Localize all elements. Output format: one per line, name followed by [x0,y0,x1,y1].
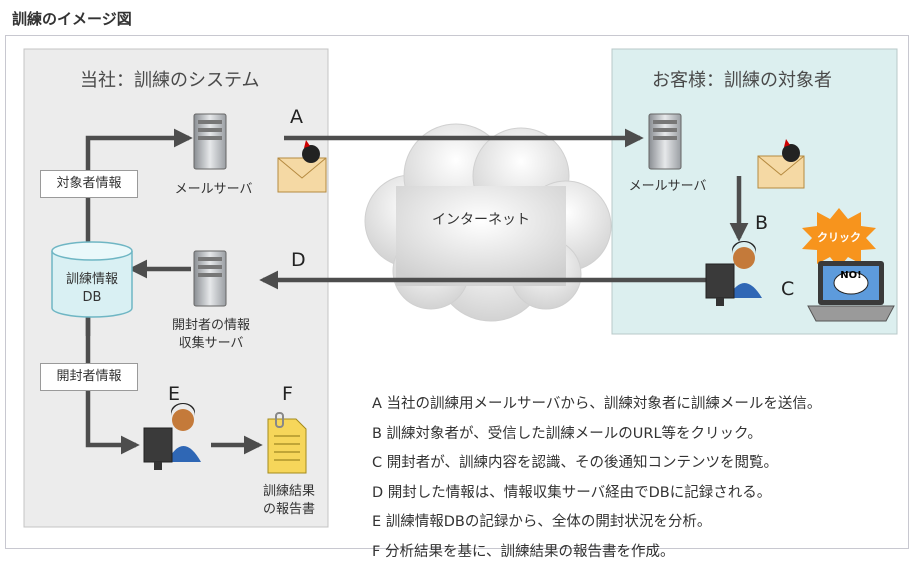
step-letter-f: F [282,383,293,405]
collect-server-label: 開封者の情報 収集サーバ [156,317,266,353]
page-title: 訓練のイメージ図 [12,8,132,29]
opener-info-label: 開封者情報 [40,363,138,391]
right-panel-title: お客様：訓練の対象者 [652,66,832,92]
legend-item-f: F 分析結果を基に、訓練結果の報告書を作成。 [372,538,821,567]
step-letter-d: D [291,249,306,271]
mail-server-left-label: メールサーバ [166,181,261,199]
db-label: 訓練情報 DB [52,271,132,307]
server-icon [194,251,226,306]
legend-item-d: D 開封した情報は、情報収集サーバ経由でDBに記録される。 [372,479,821,509]
report-label-line1: 訓練結果 [244,483,334,501]
laptop-screen-text: NO! [836,270,866,281]
step-letter-b: B [755,212,768,234]
left-panel-title: 当社：訓練のシステム [80,66,259,92]
legend-item-a: A 当社の訓練用メールサーバから、訓練対象者に訓練メールを送信。 [372,390,821,420]
internet-label: インターネット [411,211,551,229]
legend: A 当社の訓練用メールサーバから、訓練対象者に訓練メールを送信。 B 訓練対象者… [372,390,821,567]
mail-server-right-label: メールサーバ [620,178,715,196]
legend-item-c: C 開封者が、訓練内容を認識、その後通知コンテンツを閲覧。 [372,449,821,479]
legend-item-e: E 訓練情報DBの記録から、全体の開封状況を分析。 [372,508,821,538]
step-letter-e: E [168,383,180,405]
db-label-line1: 訓練情報 [52,271,132,289]
step-letter-c: C [781,278,794,300]
db-label-line2: DB [52,289,132,307]
legend-item-b: B 訓練対象者が、受信した訓練メールのURL等をクリック。 [372,420,821,450]
target-info-label: 対象者情報 [40,170,138,198]
diagram-frame: 当社：訓練のシステム お客様：訓練の対象者 メールサーバ メールサーバ 開封者の… [5,35,909,549]
report-label: 訓練結果 の報告書 [244,483,334,519]
server-icon [194,114,226,169]
collect-server-label-line2: 収集サーバ [156,335,266,353]
collect-server-label-line1: 開封者の情報 [156,317,266,335]
step-letter-a: A [290,106,303,128]
report-label-line2: の報告書 [244,501,334,519]
server-icon [649,114,681,169]
click-badge-label: クリック [814,229,864,245]
